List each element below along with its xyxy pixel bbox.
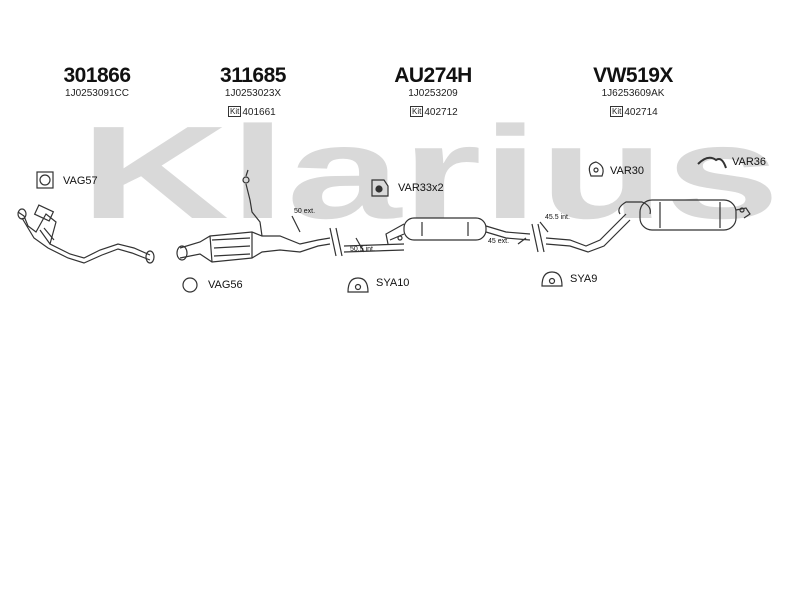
sya9-mount-icon bbox=[541, 271, 563, 287]
oe-number: 1J0253091CC bbox=[65, 88, 129, 99]
vag57-gasket-icon bbox=[36, 171, 54, 189]
var36-bracket-icon bbox=[697, 156, 727, 169]
front-pipe-drawing bbox=[17, 204, 155, 264]
dimension-label: 45.5 int. bbox=[545, 214, 570, 221]
var30-hanger-icon bbox=[588, 161, 604, 177]
part-number: 311685 bbox=[220, 64, 286, 87]
dimension-label: 50.5 int. bbox=[350, 246, 375, 253]
klarius-logo-watermark: Klarius bbox=[80, 118, 780, 228]
rear-silencer-drawing bbox=[545, 199, 751, 253]
part-number: AU274H bbox=[394, 64, 472, 87]
kit-badge: Kit bbox=[610, 106, 624, 117]
accessory-label-var36: VAR36 bbox=[732, 156, 767, 168]
part-number: 301866 bbox=[63, 64, 131, 87]
svg-text:Klarius: Klarius bbox=[80, 118, 780, 228]
catalyst-drawing bbox=[176, 169, 331, 263]
kit-badge: Kit bbox=[228, 106, 242, 117]
accessory-label-vag56: VAG56 bbox=[208, 279, 243, 291]
accessory-label-sya10: SYA10 bbox=[376, 277, 410, 289]
oe-number: 1J6253609AK bbox=[601, 88, 665, 99]
kit-value: 401661 bbox=[242, 107, 276, 118]
vag56-ring-icon bbox=[182, 277, 198, 293]
dimension-label: 50 ext. bbox=[294, 208, 316, 215]
accessory-label-sya9: SYA9 bbox=[570, 273, 598, 285]
oe-number: 1J0253209 bbox=[408, 88, 458, 99]
kit-badge: Kit bbox=[410, 106, 424, 117]
accessory-label-vag57: VAG57 bbox=[63, 175, 98, 187]
sya10-mount-icon bbox=[347, 277, 369, 293]
oe-number: 1J0253023X bbox=[224, 88, 282, 99]
var33-clamp-icon bbox=[371, 179, 389, 197]
kit-value: 402712 bbox=[424, 107, 458, 118]
kit-value: 402714 bbox=[624, 107, 658, 118]
accessory-label-var33: VAR33x2 bbox=[398, 182, 444, 194]
part-number: VW519X bbox=[593, 64, 673, 87]
accessory-label-var30: VAR30 bbox=[610, 165, 645, 177]
centre-silencer-drawing bbox=[343, 217, 531, 253]
dimension-label: 45 ext. bbox=[488, 238, 510, 245]
